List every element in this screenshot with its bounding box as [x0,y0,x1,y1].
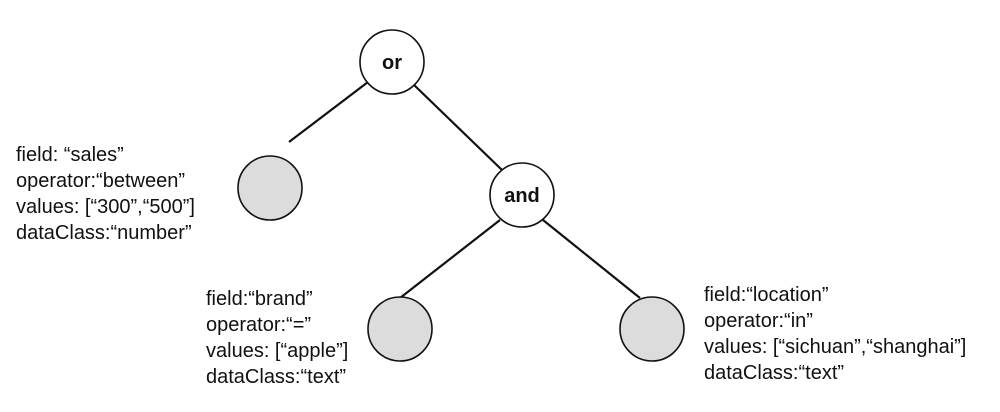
brand-field-line: field:“brand” [206,288,313,310]
sales-condition-label: field: “sales” operator:“between” values… [16,142,195,246]
location-dataclass-line: dataClass:“text” [704,362,845,384]
sales-operator-line: operator:“between” [16,170,185,192]
sales-dataclass-line: dataClass:“number” [16,222,192,244]
location-field-line: field:“location” [704,284,829,306]
or-node: or [359,29,425,95]
sales-field-line: field: “sales” [16,144,124,166]
location-values-line: values: [“sichuan”,“shanghai”] [704,336,967,358]
edge-or-to-sales-leaf [288,81,369,143]
or-node-label: or [382,52,402,74]
location-operator-line: operator:“in” [704,310,813,332]
brand-values-line: values: [“apple”] [206,340,349,362]
location-leaf-node [619,296,685,362]
brand-dataclass-line: dataClass:“text” [206,366,347,388]
and-node: and [489,162,555,228]
location-condition-label: field:“location” operator:“in” values: [… [704,282,966,386]
edge-and-to-brand-leaf [399,219,501,299]
and-node-label: and [504,185,540,207]
brand-leaf-node [367,296,433,362]
sales-leaf-node [237,155,303,221]
edge-or-to-and [412,83,503,171]
brand-condition-label: field:“brand” operator:“=” values: [“app… [206,286,348,390]
sales-values-line: values: [“300”,“500”] [16,196,195,218]
brand-operator-line: operator:“=” [206,314,312,336]
edge-and-to-location-leaf [542,219,641,299]
